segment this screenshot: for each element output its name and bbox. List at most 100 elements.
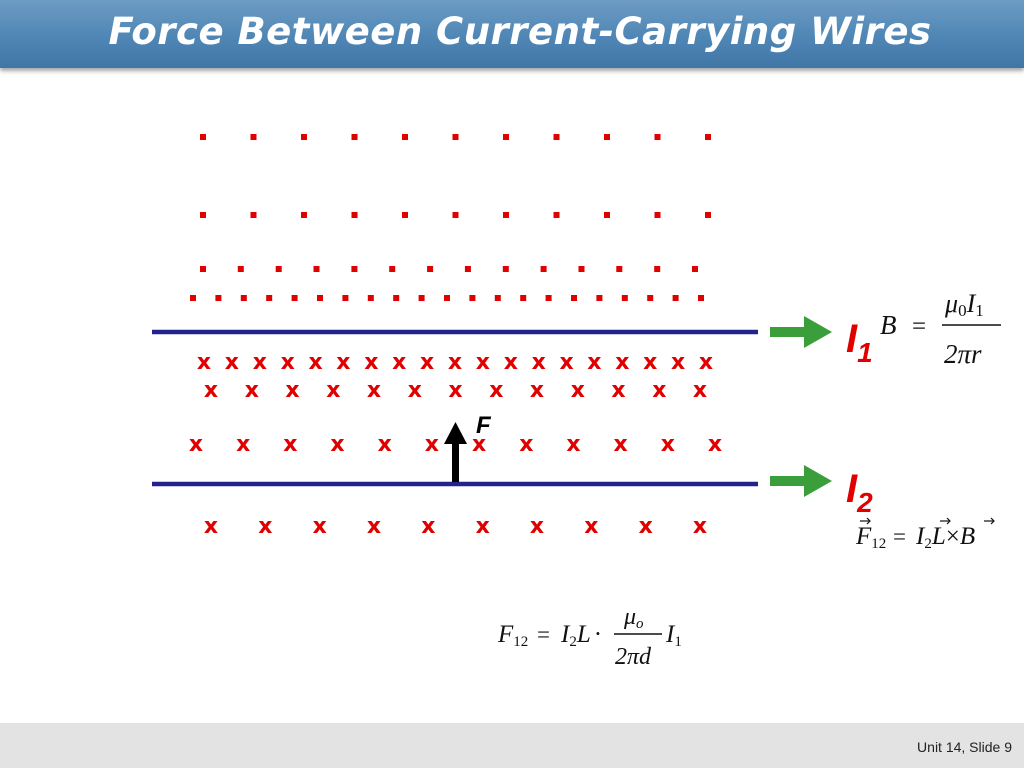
eq-vec-rhs: I2L×B [915, 523, 975, 552]
into-page-x: x [584, 514, 598, 539]
out-of-page-dot [705, 212, 711, 218]
into-page-x: x [313, 514, 327, 539]
eq-field-equals: = [912, 313, 926, 340]
into-page-x: x [364, 350, 378, 375]
out-of-page-dot [389, 266, 396, 272]
out-of-page-dot [654, 212, 661, 218]
out-of-page-dot [250, 134, 257, 140]
out-of-page-dot [452, 212, 459, 218]
into-page-x: x [285, 378, 299, 403]
out-of-page-dot [494, 295, 501, 301]
out-of-page-dot [291, 295, 298, 301]
slide-number: Unit 14, Slide 9 [917, 739, 1012, 755]
out-of-page-dot [520, 295, 527, 301]
out-of-page-dot [503, 134, 509, 140]
into-page-x: x [476, 514, 490, 539]
out-of-page-dot [266, 295, 273, 301]
eq-vec-lhs: F12 [855, 523, 886, 552]
into-page-x: x [661, 432, 675, 457]
into-page-x: x [639, 514, 653, 539]
into-page-x: x [643, 350, 657, 375]
out-of-page-dot [427, 266, 434, 272]
title-bar: Force Between Current-Carrying Wires [0, 0, 1024, 68]
out-of-page-dot [502, 266, 509, 272]
out-of-page-dot [367, 295, 374, 301]
into-page-x: x [571, 378, 585, 403]
eq-mag-equals: = [537, 622, 550, 647]
into-page-x: x [476, 350, 490, 375]
out-of-page-dot [621, 295, 628, 301]
into-page-x: x [566, 432, 580, 457]
out-of-page-dot [402, 134, 408, 140]
eq-mag-lhs: F12 [497, 621, 528, 650]
out-of-page-dot [313, 266, 320, 272]
vector-arrow-marks [860, 517, 995, 525]
out-of-page-dot [553, 134, 560, 140]
force-label: F [476, 412, 492, 439]
eq-field-lhs: B [880, 310, 897, 340]
into-page-x: x [367, 514, 381, 539]
out-of-page-dot [342, 295, 349, 301]
out-of-page-dot [250, 212, 257, 218]
out-of-page-dot [692, 266, 698, 272]
out-of-page-dot [393, 295, 400, 301]
eq-mag-current-length: I2L· [560, 621, 602, 650]
out-of-page-dot [545, 295, 552, 301]
into-page-x: x [448, 350, 462, 375]
out-of-page-field [190, 134, 711, 301]
slide-title: Force Between Current-Carrying Wires [108, 10, 932, 53]
out-of-page-dot [503, 212, 509, 218]
into-page-x: x [281, 350, 295, 375]
into-page-x: x [308, 350, 322, 375]
eq-mag-numerator: μo [623, 604, 644, 632]
eq-field-numerator: μ0I1 [944, 289, 984, 320]
out-of-page-dot [444, 295, 450, 301]
into-page-x: x [367, 378, 381, 403]
into-page-x: x [613, 432, 627, 457]
out-of-page-dot [452, 134, 459, 140]
out-of-page-dot [469, 295, 476, 301]
force-arrow [444, 422, 467, 482]
out-of-page-dot [571, 295, 577, 301]
into-page-x: x [472, 432, 486, 457]
into-page-x: x [378, 432, 392, 457]
into-page-x: x [587, 350, 601, 375]
into-page-x: x [652, 378, 666, 403]
into-page-x: x [425, 432, 439, 457]
out-of-page-dot [596, 295, 603, 301]
into-page-x: x [693, 514, 707, 539]
out-of-page-dot [200, 212, 206, 218]
out-of-page-dot [275, 266, 282, 272]
out-of-page-dot [698, 295, 704, 301]
into-page-x: x [693, 378, 707, 403]
into-page-x: x [448, 378, 462, 403]
out-of-page-dot [604, 212, 610, 218]
out-of-page-dot [604, 134, 610, 140]
into-page-x: x [197, 350, 211, 375]
into-page-x: x [253, 350, 267, 375]
out-of-page-dot [190, 295, 196, 301]
current-label-1: I1 [846, 317, 873, 368]
into-page-x: x [330, 432, 344, 457]
into-page-x: x [519, 432, 533, 457]
into-page-x: x [671, 350, 685, 375]
eq-vec-equals: = [893, 524, 906, 549]
into-page-x: x [699, 350, 713, 375]
out-of-page-dot [301, 134, 307, 140]
out-of-page-dot [240, 295, 247, 301]
out-of-page-dot [351, 134, 358, 140]
slide-footer: Unit 14, Slide 9 [0, 723, 1024, 768]
out-of-page-dot [647, 295, 654, 301]
into-page-x: x [236, 432, 250, 457]
into-page-x: x [489, 378, 503, 403]
out-of-page-dot [464, 266, 471, 272]
current-arrow-1 [770, 316, 832, 348]
out-of-page-dot [418, 295, 425, 301]
into-page-x: x [530, 378, 544, 403]
into-page-x: x [204, 514, 218, 539]
into-page-x: x [258, 514, 272, 539]
out-of-page-dot [616, 266, 623, 272]
into-page-x: x [392, 350, 406, 375]
current-label-2: I2 [846, 467, 873, 518]
